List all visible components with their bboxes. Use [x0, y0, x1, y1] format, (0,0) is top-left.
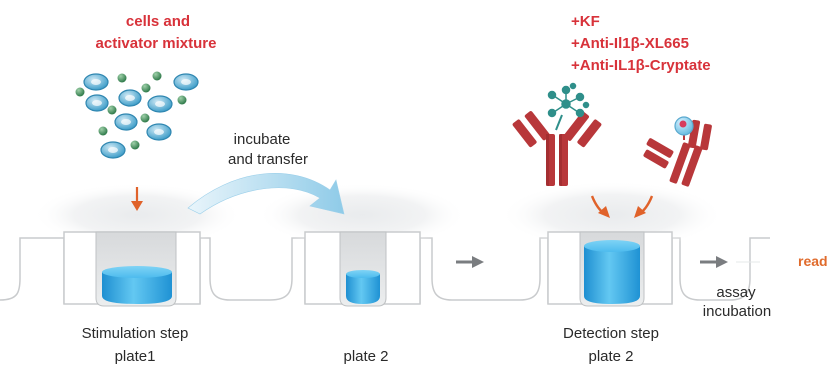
plate1-label: plate1: [114, 348, 156, 365]
transfer-arrow: [187, 173, 345, 215]
activator-bead: [75, 71, 187, 150]
plate2-detection-label: plate 2: [588, 348, 634, 365]
added-reagent-cryptate: +Anti-IL1β-Cryptate: [571, 57, 711, 74]
cell-cluster: [75, 71, 199, 159]
plate2-transfer-label: plate 2: [343, 348, 389, 365]
stimulation-step-label: Stimulation step: [81, 325, 189, 342]
assay-incubation-line1: assay: [716, 284, 756, 301]
xl665-fluorophore: [547, 82, 590, 118]
well-plate1: [32, 183, 242, 307]
cells-label-line1: cells and: [125, 13, 191, 30]
antibody-cryptate: [643, 116, 712, 187]
transfer-label-line2: and transfer: [227, 151, 309, 168]
to-read-arrow: [700, 256, 728, 268]
cryptate-fluorophore: [674, 116, 694, 136]
added-reagent-xl665: +Anti-Il1β-XL665: [571, 35, 689, 52]
transfer-label-line1: incubate: [233, 131, 291, 148]
cells-label-line2: activator mixture: [95, 35, 217, 52]
added-reagent-kf: +KF: [571, 13, 600, 30]
well-plate2-detection: [500, 181, 724, 307]
to-detection-arrow: [456, 256, 484, 268]
assay-incubation-line2: incubation: [702, 303, 772, 320]
antibody-xl665: [512, 82, 602, 186]
well-plate2-transfer: [257, 183, 467, 307]
read-label: read: [798, 253, 827, 269]
add-to-well-arrow: [131, 187, 143, 211]
detection-step-label: Detection step: [563, 325, 659, 342]
